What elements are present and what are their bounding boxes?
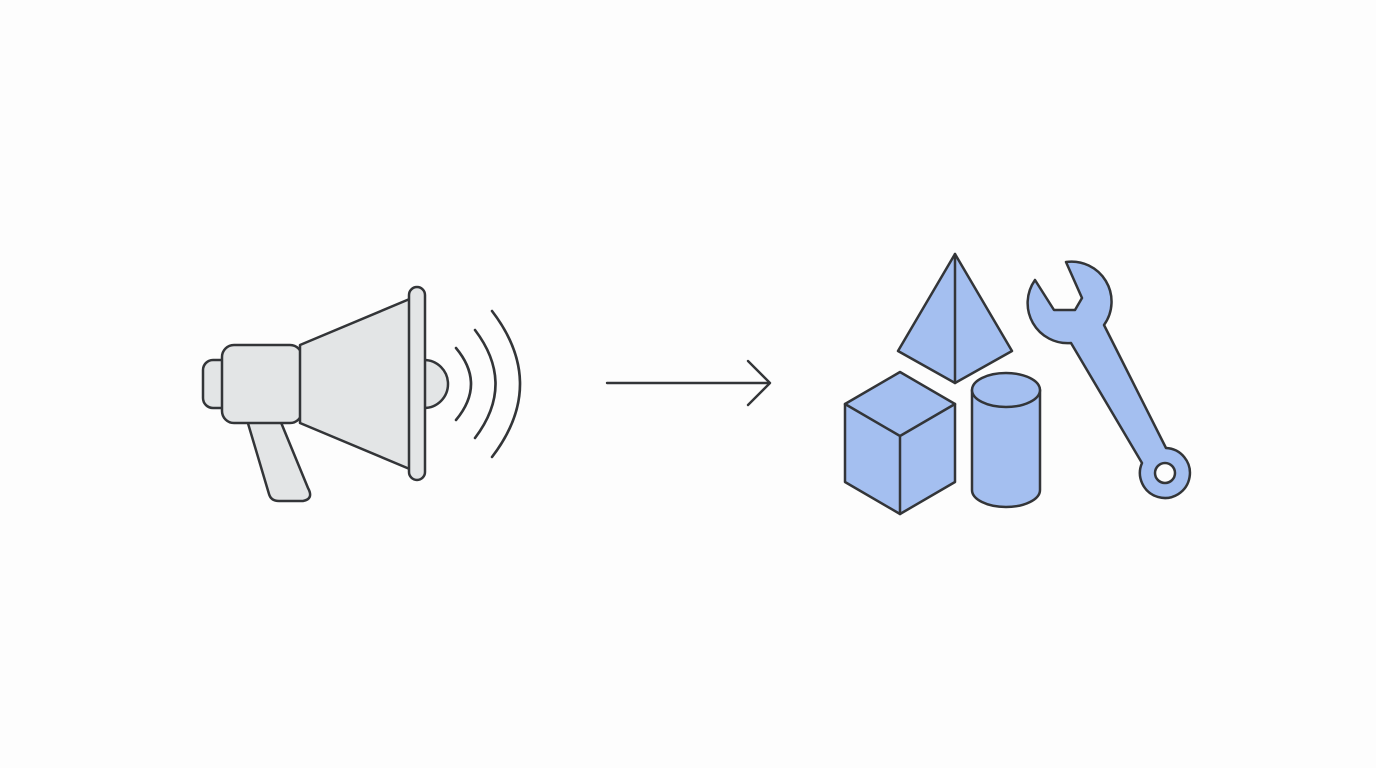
megaphone-front-bump (422, 358, 450, 410)
cube-inner-edges (843, 402, 957, 516)
megaphone-cone (298, 296, 414, 472)
megaphone-rim (407, 285, 427, 482)
wrench-hole (1153, 461, 1177, 485)
arrow-head (746, 359, 772, 407)
sound-waves-icon (454, 309, 522, 459)
megaphone-handle (245, 418, 312, 503)
sound-wave-small (454, 346, 473, 422)
right-arrow-icon (605, 359, 772, 407)
pyramid-icon (896, 252, 1014, 385)
megaphone-body (220, 343, 304, 425)
wrench-icon (1026, 260, 1192, 500)
sound-wave-medium (473, 328, 497, 440)
sound-wave-large (490, 309, 522, 459)
megaphone-icon (201, 285, 450, 503)
cylinder-icon (970, 371, 1042, 509)
cylinder-top (970, 371, 1042, 409)
cube-icon (843, 370, 957, 516)
cylinder-body (970, 388, 1042, 509)
wrench-outline (1026, 260, 1192, 500)
